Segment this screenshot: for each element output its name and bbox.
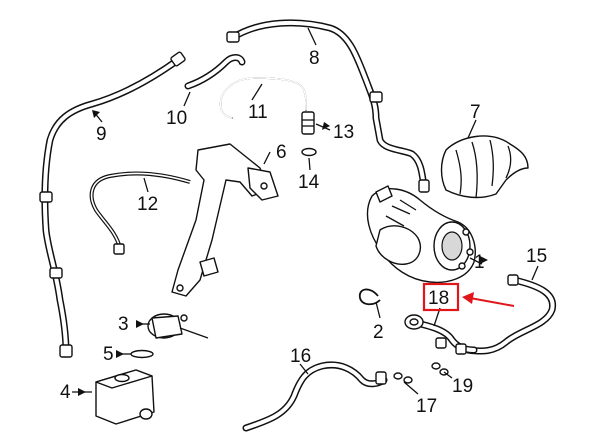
callout-8: 8 xyxy=(309,48,320,69)
callout-16: 16 xyxy=(290,346,311,367)
part-14-washer xyxy=(301,147,317,157)
callout-19: 19 xyxy=(452,376,473,397)
part-6-bracket xyxy=(171,143,279,297)
part-4-reservoir xyxy=(95,369,155,425)
callout-6: 6 xyxy=(276,142,287,163)
callout-2: 2 xyxy=(373,322,384,343)
part-11-line xyxy=(219,77,307,119)
part-3-actuator xyxy=(147,313,209,339)
callout-17: 17 xyxy=(416,396,437,417)
callout-4: 4 xyxy=(60,382,71,403)
highlight-18 xyxy=(422,282,515,312)
part-17-washers xyxy=(393,372,413,384)
part-1-turbocharger xyxy=(366,185,476,284)
callout-11: 11 xyxy=(248,102,268,123)
callout-14: 14 xyxy=(298,172,320,193)
part-9-line xyxy=(39,51,186,358)
part-2-clip xyxy=(358,288,381,306)
callout-7: 7 xyxy=(470,102,481,123)
callout-10: 10 xyxy=(166,108,187,129)
callout-9: 9 xyxy=(96,124,107,145)
part-16-line xyxy=(242,361,388,432)
part-15-line xyxy=(464,274,557,355)
leader-arrowheads xyxy=(78,110,488,396)
part-12-line xyxy=(89,171,191,255)
part-10-hose xyxy=(184,54,246,90)
callout-13: 13 xyxy=(333,122,354,143)
callout-1: 1 xyxy=(474,252,485,273)
part-13-fitting xyxy=(301,111,315,135)
part-5-gasket xyxy=(130,349,154,359)
part-7-heat-shield xyxy=(440,135,529,199)
part-8-line xyxy=(226,19,430,193)
callout-12: 12 xyxy=(137,194,158,215)
callout-labels: 1 2 3 4 5 6 7 8 9 10 11 12 13 14 15 16 1… xyxy=(60,48,547,417)
callout-3: 3 xyxy=(118,314,129,335)
callout-15: 15 xyxy=(526,246,547,267)
callout-5: 5 xyxy=(103,344,114,365)
part-18-pipe xyxy=(404,314,478,355)
callout-18: 18 xyxy=(428,288,449,309)
